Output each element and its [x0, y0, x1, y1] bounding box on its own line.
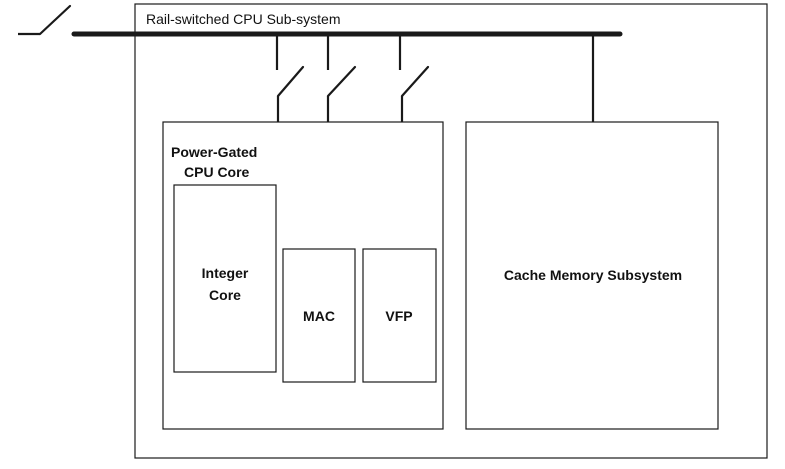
integer-core-label: Integer	[202, 265, 249, 281]
power-gated-core-label: Power-Gated	[171, 144, 257, 160]
switch-vfp-blade	[400, 65, 430, 98]
outer-subsystem-label: Rail-switched CPU Sub-system	[146, 11, 341, 27]
mac-label: MAC	[303, 308, 335, 324]
cache-memory-label: Cache Memory Subsystem	[504, 267, 682, 283]
vfp-box	[362, 248, 437, 383]
mac-box	[282, 248, 356, 383]
integer-core-label-line2: Core	[209, 287, 241, 303]
cache-memory-box	[465, 121, 719, 430]
integer-core-box	[173, 184, 277, 373]
vfp-label: VFP	[385, 308, 412, 324]
switch-core-blade	[276, 65, 305, 98]
incoming-switch-blade	[38, 4, 72, 36]
switch-mac-blade	[326, 65, 357, 98]
power-gated-core-label-line2: CPU Core	[184, 164, 250, 180]
